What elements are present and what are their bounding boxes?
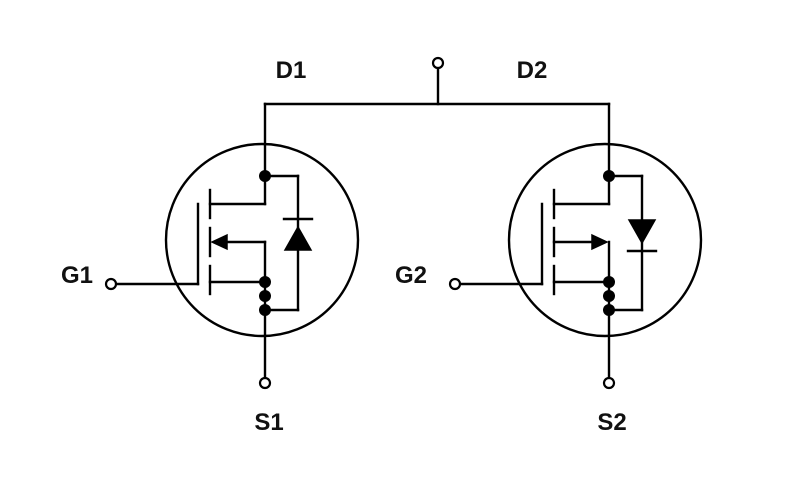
- q1-body-arrow: [210, 233, 228, 251]
- g1-terminal: [104, 277, 118, 291]
- q1-diode-arrow: [283, 225, 313, 251]
- drain-common-terminal: [431, 56, 445, 70]
- s1-terminal: [258, 376, 272, 390]
- q2-envelope: [507, 142, 703, 338]
- label-d2: D2: [517, 57, 548, 84]
- mosfet-q2: [448, 142, 703, 390]
- mosfet-q1: [104, 142, 360, 390]
- common-drain-net: [263, 56, 611, 178]
- label-s2: S2: [597, 409, 626, 436]
- s2-terminal: [602, 376, 616, 390]
- q2-diode-arrow: [627, 219, 657, 245]
- g2-terminal: [448, 277, 462, 291]
- q2-body-arrow: [591, 233, 609, 251]
- label-g2: G2: [395, 262, 427, 289]
- label-s1: S1: [254, 409, 283, 436]
- q1-envelope: [164, 142, 360, 338]
- label-d1: D1: [276, 57, 307, 84]
- label-g1: G1: [61, 262, 93, 289]
